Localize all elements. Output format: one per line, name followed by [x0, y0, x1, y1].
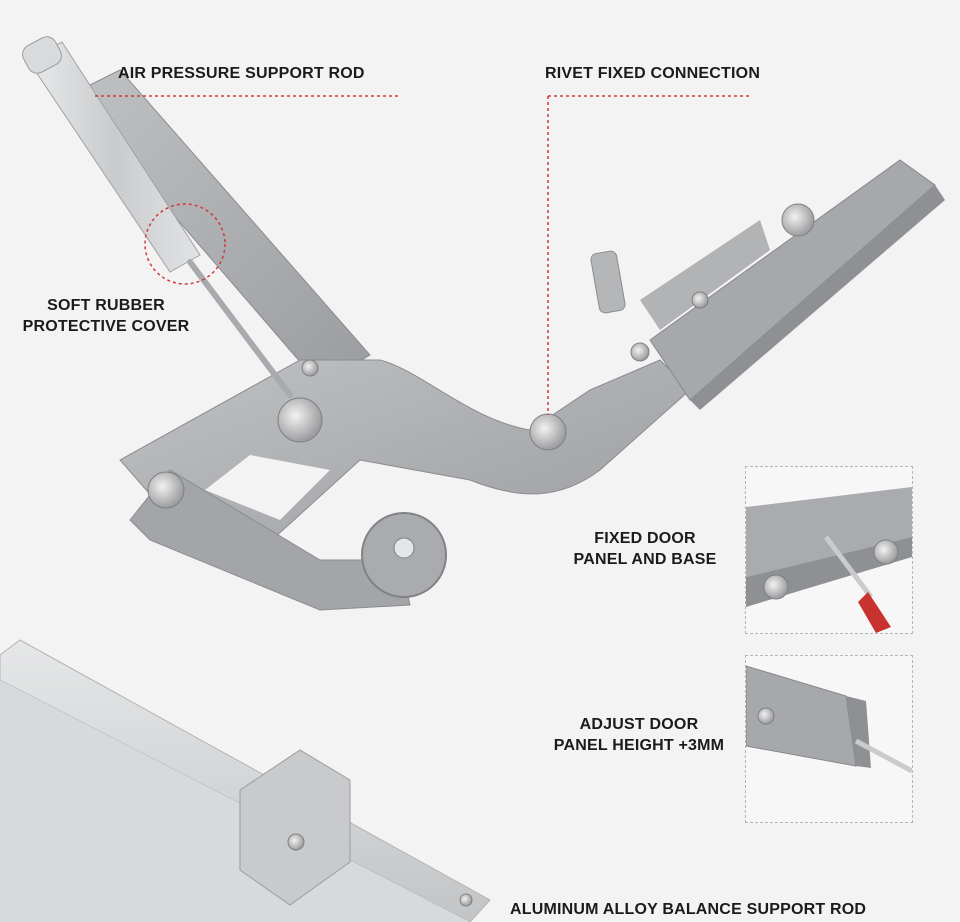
- label-rivet-connection: RIVET FIXED CONNECTION: [545, 65, 761, 82]
- label-soft-rubber-cover: SOFT RUBBER PROTECTIVE COVER: [6, 295, 206, 337]
- label-fixed-door-line2: PANEL AND BASE: [573, 551, 717, 568]
- rivet-left: [147, 471, 185, 509]
- label-adjust-height-line2: PANEL HEIGHT +3MM: [553, 737, 725, 754]
- rivet-center: [529, 413, 567, 451]
- inset-adjust-height: [745, 655, 913, 823]
- rubber-cover-highlight: [144, 203, 226, 285]
- inset-fixed-base: [745, 466, 913, 634]
- label-adjust-height: ADJUST DOOR PANEL HEIGHT +3MM: [538, 714, 740, 756]
- label-fixed-door-base: FIXED DOOR PANEL AND BASE: [555, 528, 735, 570]
- aluminum-rod-illustration: [0, 639, 491, 922]
- label-aluminum-rod: ALUMINUM ALLOY BALANCE SUPPORT ROD: [510, 901, 867, 918]
- rivet-slider: [630, 342, 650, 362]
- rivet-top-right: [781, 203, 815, 237]
- upper-plate: [69, 69, 371, 386]
- label-adjust-height-line1: ADJUST DOOR: [579, 716, 699, 733]
- label-air-pressure-rod: AIR PRESSURE SUPPORT ROD: [118, 65, 365, 82]
- label-fixed-door-line1: FIXED DOOR: [594, 530, 696, 547]
- screwdriver-base-closeup: [746, 487, 912, 633]
- gas-spring: [22, 36, 323, 443]
- screwdriver-height-closeup: [746, 665, 912, 774]
- label-soft-rubber-line1: SOFT RUBBER: [47, 297, 165, 314]
- label-soft-rubber-line2: PROTECTIVE COVER: [22, 318, 190, 335]
